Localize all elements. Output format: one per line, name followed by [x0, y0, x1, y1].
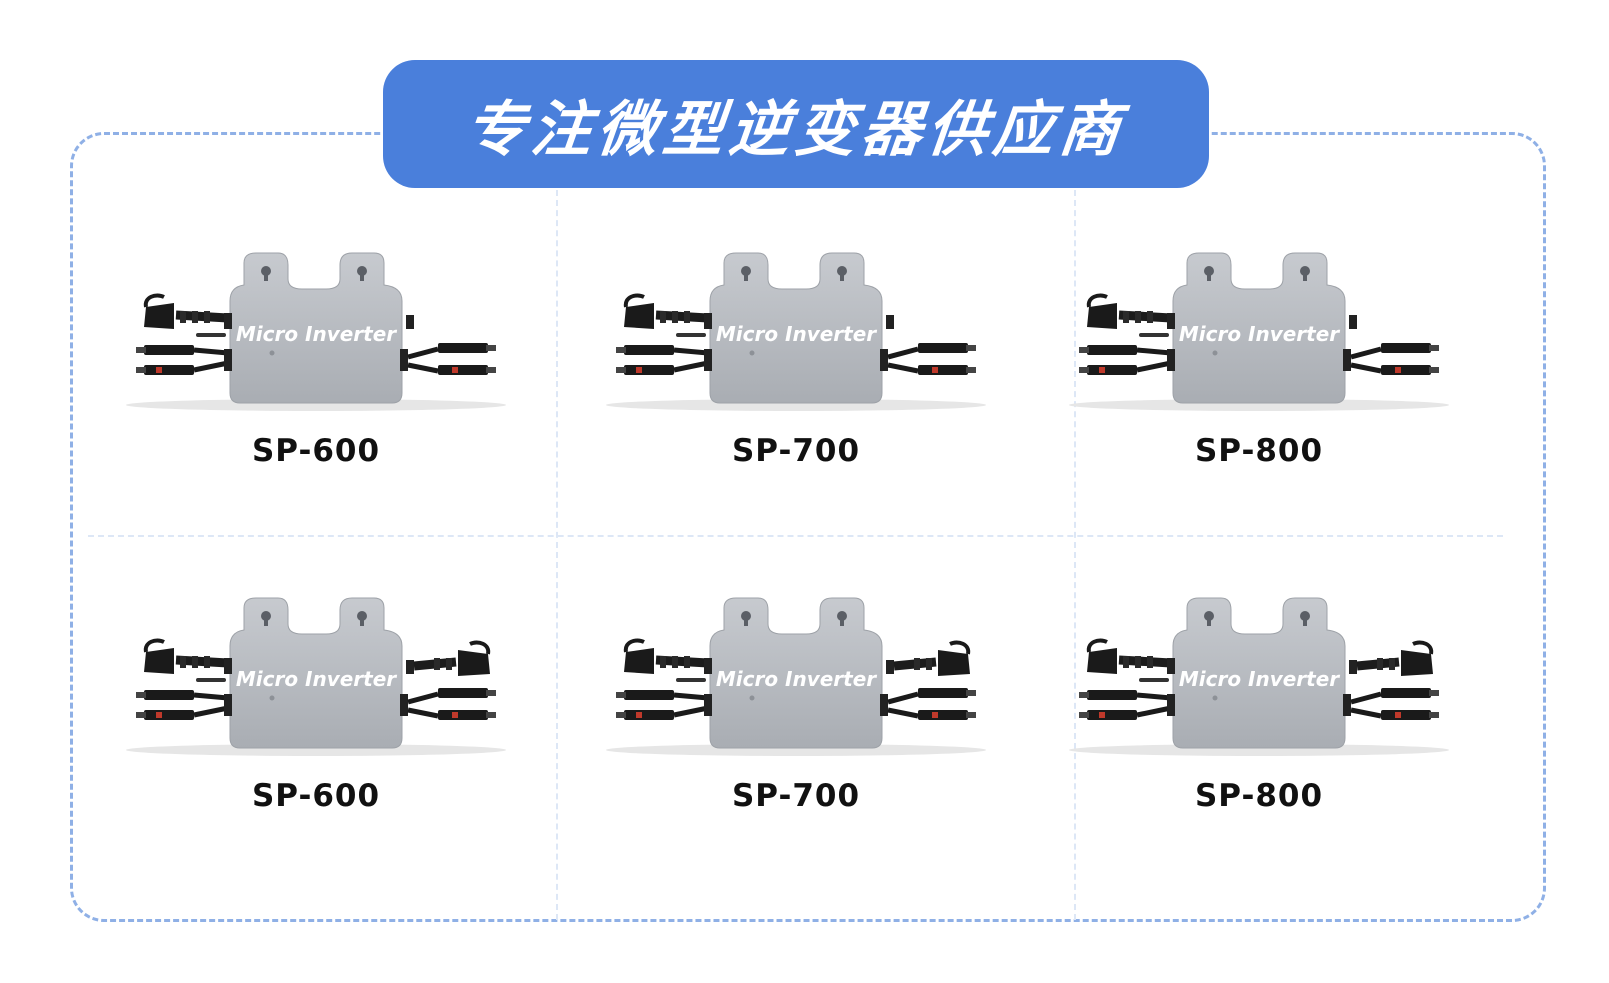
device-text: Micro Inverter	[716, 322, 877, 346]
device-text: Micro Inverter	[1179, 322, 1340, 346]
micro-inverter-image: Micro Inverter	[606, 597, 986, 756]
micro-inverter-image: Micro Inverter	[1069, 597, 1449, 756]
pv-connector-icon	[1079, 690, 1172, 720]
page-title: 专注微型逆变器供应商	[461, 94, 1130, 165]
product-card: Micro Inverter SP-700	[596, 590, 996, 850]
device-text: Micro Inverter	[236, 322, 397, 346]
pv-connector-icon	[136, 345, 229, 375]
ac-cable-icon	[623, 293, 709, 329]
micro-inverter-image: Micro Inverter	[1069, 252, 1449, 411]
title-banner: 专注微型逆变器供应商	[383, 60, 1209, 188]
ac-cable-icon	[623, 638, 709, 674]
product-card: Micro Inverter SP-600	[116, 590, 516, 850]
product-card: Micro Inverter SP-800	[1059, 590, 1459, 850]
ac-cable-icon	[1356, 640, 1434, 676]
ac-cable-icon	[143, 638, 229, 674]
ac-cable-icon	[893, 640, 971, 676]
pv-connector-icon	[1079, 345, 1172, 375]
product-card: Micro Inverter SP-800	[1059, 245, 1459, 505]
pv-connector-icon	[1350, 343, 1439, 375]
product-label: SP-700	[731, 778, 861, 814]
pv-connector-icon	[136, 690, 229, 720]
pv-connector-icon	[1350, 688, 1439, 720]
grid-divider-vertical	[556, 190, 558, 920]
product-card: Micro Inverter SP-600	[116, 245, 516, 505]
product-label: SP-600	[251, 778, 381, 814]
pv-connector-icon	[407, 343, 496, 375]
ac-cable-icon	[1086, 293, 1172, 329]
product-label: SP-800	[1194, 433, 1324, 469]
device-text: Micro Inverter	[1179, 667, 1340, 691]
micro-inverter-image: Micro Inverter	[126, 252, 506, 411]
pv-connector-icon	[616, 345, 709, 375]
pv-connector-icon	[407, 688, 496, 720]
product-label: SP-700	[731, 433, 861, 469]
pv-connector-icon	[887, 688, 976, 720]
pv-connector-icon	[616, 690, 709, 720]
pv-connector-icon	[887, 343, 976, 375]
micro-inverter-image: Micro Inverter	[126, 597, 506, 756]
ac-cable-icon	[413, 640, 491, 676]
product-label: SP-800	[1194, 778, 1324, 814]
grid-divider-vertical	[1074, 190, 1076, 920]
device-text: Micro Inverter	[236, 667, 397, 691]
device-text: Micro Inverter	[716, 667, 877, 691]
product-label: SP-600	[251, 433, 381, 469]
ac-cable-icon	[143, 293, 229, 329]
ac-cable-icon	[1086, 638, 1172, 674]
product-card: Micro Inverter SP-700	[596, 245, 996, 505]
grid-divider-horizontal	[88, 535, 1503, 537]
micro-inverter-image: Micro Inverter	[606, 252, 986, 411]
